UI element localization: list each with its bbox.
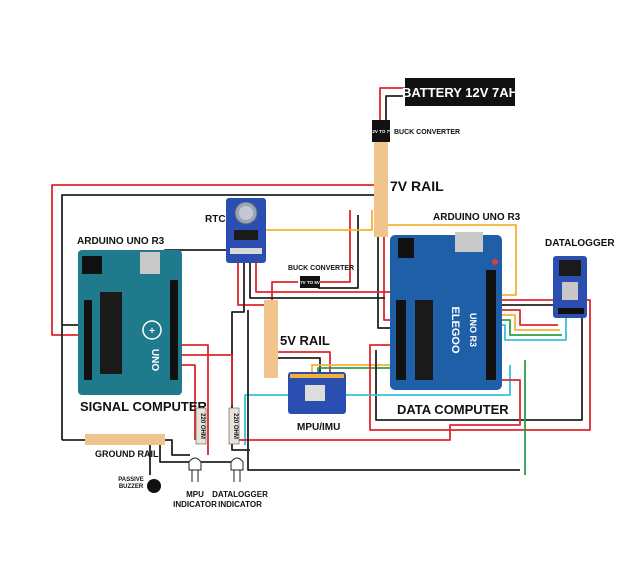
arduino-right-label: ARDUINO UNO R3 (433, 212, 521, 223)
resistor-1-label: 220 OHM (199, 413, 205, 439)
wire-right-bottom-black (247, 310, 520, 471)
buzzer-label-2: BUZZER (119, 484, 144, 490)
wire-left-mpu-ind (180, 344, 209, 455)
arduino-left: ARDUINO UNO R3 + UNO SIGNAL COMPUTER (77, 236, 207, 414)
buck-converter-mid: BUCK CONVERTER 7V TO 5V (288, 265, 354, 288)
wire-rtc-2 (231, 262, 250, 451)
buck-mid-label: BUCK CONVERTER (288, 265, 354, 272)
resistor-2-label: 220 OHM (232, 413, 238, 439)
wire-5v-mpu-1 (278, 351, 331, 372)
buck-converter-top: 12V TO 7V BUCK CONVERTER (370, 120, 460, 142)
buck-mid-chip-label: 7V TO 5V (300, 280, 320, 285)
wire-rtc-top (262, 210, 373, 231)
wire-7v-left-vin (51, 184, 380, 336)
wire-right-ind-red (232, 379, 521, 441)
resistor-2: 220 OHM (228, 407, 240, 445)
wire-gnd-left (61, 194, 376, 326)
wire-battery-neg (385, 95, 405, 120)
rail-7v: 7V RAIL (374, 142, 444, 237)
elegoo-model-label: UNO R3 (468, 313, 478, 347)
wire-left-ind-2 (180, 354, 233, 405)
wire-rtc-3 (249, 262, 385, 299)
ground-rail: GROUND RAIL (85, 434, 165, 459)
wire-dl-1 (500, 309, 558, 326)
wire-dl-4 (500, 318, 567, 341)
wire-7v-buck2 (318, 210, 351, 283)
data-computer-label: DATA COMPUTER (397, 402, 509, 417)
wire-7v-right-gnd (377, 225, 395, 329)
rail-5v: 5V RAIL (264, 300, 330, 378)
datalogger-module: DATALOGGER (545, 238, 615, 318)
buzzer-label-1: PASSIVE (118, 477, 144, 483)
wire-rtc-4 (255, 262, 390, 293)
mpu-indicator-led: MPU INDICATOR (173, 457, 217, 509)
rail-5v-label: 5V RAIL (280, 333, 330, 348)
signal-computer-label: SIGNAL COMPUTER (80, 399, 207, 414)
elegoo-brand-label: ELEGOO (449, 306, 461, 354)
mpu-indicator-label-2: INDICATOR (173, 500, 217, 509)
wire-dl-3 (500, 319, 562, 336)
wire-buck2-5v (271, 281, 298, 300)
datalogger-indicator-led: DATALOGGER INDICATOR (212, 457, 268, 509)
datalogger-label: DATALOGGER (545, 238, 615, 249)
wire-dl-2 (500, 314, 560, 331)
ground-rail-label: GROUND RAIL (95, 449, 159, 459)
wire-gnd-mpu-ind (165, 439, 190, 456)
arduino-left-label: ARDUINO UNO R3 (77, 236, 165, 247)
battery-label: BATTERY 12V 7AH (402, 85, 518, 100)
battery: BATTERY 12V 7AH (402, 78, 518, 106)
wire-gnd-dl-ind (159, 440, 236, 463)
wire-rtc-1 (237, 262, 272, 306)
arduino-right: ARDUINO UNO R3 ELEGOO UNO R3 DATA COMPUT… (390, 212, 521, 417)
mpu-imu-module: MPU/IMU (288, 372, 346, 433)
buck-top-chip-label: 12V TO 7V (370, 129, 392, 134)
wire-left-dl-ind (180, 364, 196, 440)
rtc-module: RTC (205, 198, 266, 263)
rail-7v-label: 7V RAIL (390, 178, 444, 194)
mpu-indicator-label-1: MPU (186, 490, 204, 499)
buck-top-label: BUCK CONVERTER (394, 129, 460, 136)
wires (51, 87, 591, 475)
wire-battery-pos (379, 87, 405, 120)
uno-left-label: UNO (149, 349, 160, 371)
mpu-imu-label: MPU/IMU (297, 422, 340, 433)
passive-buzzer: PASSIVE BUZZER (118, 477, 161, 493)
wire-mpu-right-2 (317, 367, 390, 372)
wire-mpu-right-1 (311, 364, 390, 372)
svg-text:+: + (149, 326, 155, 337)
wire-7v-buck2-gnd (318, 215, 359, 289)
rtc-label: RTC (205, 214, 226, 225)
dl-indicator-label-1: DATALOGGER (212, 490, 268, 499)
dl-indicator-label-2: INDICATOR (218, 500, 262, 509)
resistor-1: 220 OHM (195, 407, 207, 445)
